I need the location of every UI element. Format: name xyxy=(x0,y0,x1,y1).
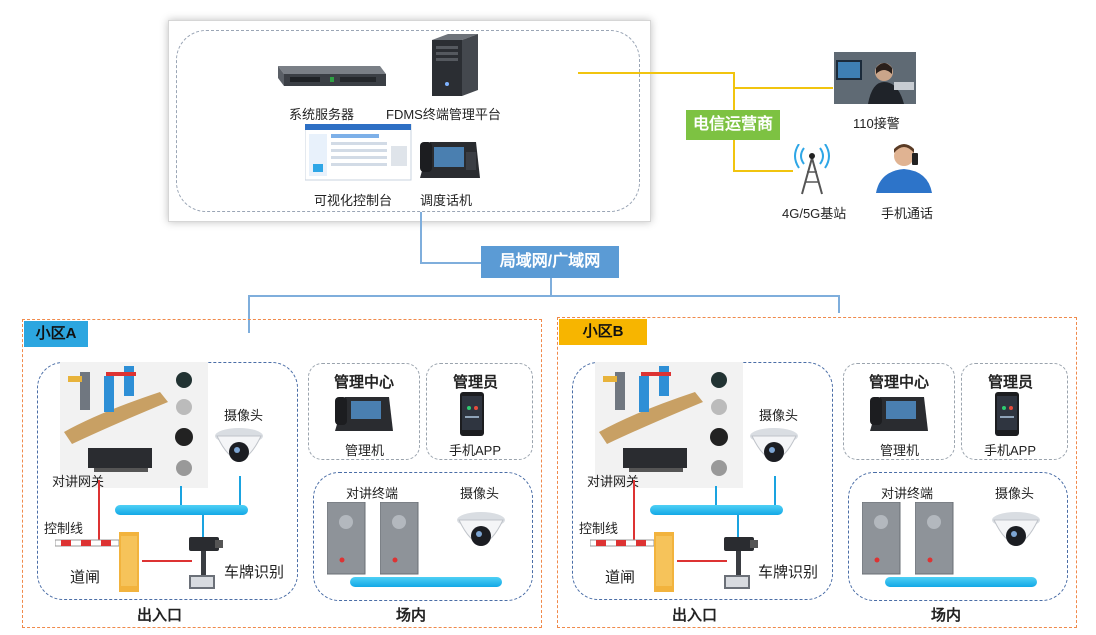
zone-b-mgmt-phone-icon xyxy=(870,397,928,431)
zone-a-plate-camera-icon xyxy=(189,537,223,589)
base-station-label: 4G/5G基站 xyxy=(782,206,847,221)
zone-b-plate-link xyxy=(737,515,739,543)
mobile-caller-icon xyxy=(876,144,932,193)
dispatch-phone-label: 调度话机 xyxy=(420,193,473,208)
zone-a-plate-link xyxy=(202,515,204,543)
zone-a-mgmt-terminal-label: 管理机 xyxy=(345,443,385,458)
zone-a-barrier-gate-icon xyxy=(55,532,139,592)
zone-b-control-line-label: 控制线 xyxy=(579,521,619,536)
console-screen-icon xyxy=(305,124,412,181)
rack-server-icon xyxy=(278,66,386,86)
carrier-hub-label: 电信运营商 xyxy=(692,116,773,133)
cell-tower-icon xyxy=(794,144,830,195)
zone-b-intercom-terminal-label: 对讲终端 xyxy=(881,486,934,501)
zone-b-inside-group xyxy=(848,472,1068,601)
mobile-call-label: 手机通话 xyxy=(881,206,934,221)
network-hub: 局域网/广域网 xyxy=(481,246,619,278)
zone-a-camera-entrance-label: 摄像头 xyxy=(224,408,264,423)
zone-b-inside-label: 场内 xyxy=(931,607,962,624)
zone-a-dome-camera-icon xyxy=(215,428,263,462)
fdms-platform-label: FDMS终端管理平台 xyxy=(386,107,501,122)
zone-b-barrier-label: 道闸 xyxy=(605,569,636,586)
base-station-link-line xyxy=(733,170,793,172)
zone-a-mgmt-center-title: 管理中心 xyxy=(334,374,395,391)
zone-b-smartphone-icon xyxy=(995,392,1019,436)
police-link-line xyxy=(733,87,833,89)
zone-b-intercom-panel-1-icon xyxy=(862,502,901,575)
carrier-link-line xyxy=(578,72,733,74)
zone-a-smartphone-icon xyxy=(460,392,484,436)
desk-phone-icon xyxy=(420,142,480,178)
zone-a-manager-group xyxy=(426,363,533,460)
zone-b-intercom-gateway-label: 对讲网关 xyxy=(587,474,640,489)
zone-a-inside-camera-icon xyxy=(457,512,505,546)
zone-a-camera-link xyxy=(239,476,241,506)
zone-b-gate-equipment-icon xyxy=(595,362,743,488)
zone-a-intercom-panel-2-icon xyxy=(380,502,419,575)
police-label: 110接警 xyxy=(853,116,900,131)
police-operator-icon xyxy=(834,52,916,104)
zone-b-plate-camera-icon xyxy=(724,537,758,589)
zone-a-control-line xyxy=(98,480,100,542)
zone-b-plate-recognition-label: 车牌识别 xyxy=(758,564,819,581)
zone-b-mgmt-center-group xyxy=(843,363,955,460)
tower-server-icon xyxy=(432,34,478,96)
system-server-label: 系统服务器 xyxy=(289,107,355,122)
zone-a-gate-equipment-icon xyxy=(60,362,208,488)
zone-a-mgmt-center-group xyxy=(308,363,420,460)
network-drop-b xyxy=(838,295,840,313)
zone-b-mgmt-center-title: 管理中心 xyxy=(869,374,930,391)
network-trunk-line xyxy=(550,278,552,296)
zone-a-gateway-link xyxy=(180,486,182,506)
network-hub-label: 局域网/广域网 xyxy=(499,253,601,270)
zone-a-mobile-app-label: 手机APP xyxy=(449,443,502,458)
server-panel xyxy=(168,20,651,222)
zone-a-barrier-label: 道闸 xyxy=(70,569,101,586)
zone-b-camera-entrance-label: 摄像头 xyxy=(759,408,799,423)
zone-b-mobile-app-label: 手机APP xyxy=(984,443,1037,458)
zone-a-inside-label: 场内 xyxy=(396,607,427,624)
server-group-border xyxy=(176,30,640,212)
server-network-line xyxy=(420,212,422,262)
zone-a-manager-title: 管理员 xyxy=(453,374,499,391)
visual-console-label: 可视化控制台 xyxy=(314,193,393,208)
zone-b-inside-camera-icon xyxy=(992,512,1040,546)
zone-b-title: 小区B xyxy=(582,323,624,340)
zone-b-camera-inside-label: 摄像头 xyxy=(995,486,1035,501)
zone-b-manager-group xyxy=(961,363,1068,460)
zone-a-border xyxy=(22,319,542,628)
server-network-line-h xyxy=(420,262,482,264)
zone-a-title: 小区A xyxy=(35,325,77,342)
zone-b-dome-camera-icon xyxy=(750,428,798,462)
zone-a-intercom-panel-1-icon xyxy=(327,502,366,575)
zone-a-entrance-label: 出入口 xyxy=(137,607,183,624)
zone-b-inside-bus xyxy=(885,577,1037,587)
zone-b-gateway-link xyxy=(715,486,717,506)
zone-a-tag: 小区A xyxy=(24,321,88,347)
zone-b-barrier-gate-icon xyxy=(590,532,674,592)
zone-b-manager-title: 管理员 xyxy=(988,374,1034,391)
zone-a-entrance-bus xyxy=(115,505,248,515)
network-drop-a xyxy=(248,295,250,333)
zone-b-tag: 小区B xyxy=(559,319,647,345)
zone-a-mgmt-phone-icon xyxy=(335,397,393,431)
zone-a-inside-bus xyxy=(350,577,502,587)
zone-a-inside-group xyxy=(313,472,533,601)
zone-b-border xyxy=(557,317,1077,628)
zone-a-intercom-gateway-label: 对讲网关 xyxy=(52,474,105,489)
zone-b-mgmt-terminal-label: 管理机 xyxy=(880,443,920,458)
zone-b-gate-sensor-line xyxy=(677,560,727,562)
zone-a-gate-sensor-line xyxy=(142,560,192,562)
zone-a-control-line-label: 控制线 xyxy=(44,521,84,536)
carrier-hub: 电信运营商 xyxy=(686,110,780,140)
zone-b-entrance-label: 出入口 xyxy=(672,607,718,624)
zone-b-entrance-bus xyxy=(650,505,783,515)
zone-b-intercom-panel-2-icon xyxy=(915,502,954,575)
zone-a-camera-inside-label: 摄像头 xyxy=(460,486,500,501)
zone-b-camera-link xyxy=(774,476,776,506)
zone-a-intercom-terminal-label: 对讲终端 xyxy=(346,486,399,501)
network-bus-line xyxy=(248,295,839,297)
zone-a-plate-recognition-label: 车牌识别 xyxy=(224,564,285,581)
zone-b-control-line xyxy=(633,480,635,542)
